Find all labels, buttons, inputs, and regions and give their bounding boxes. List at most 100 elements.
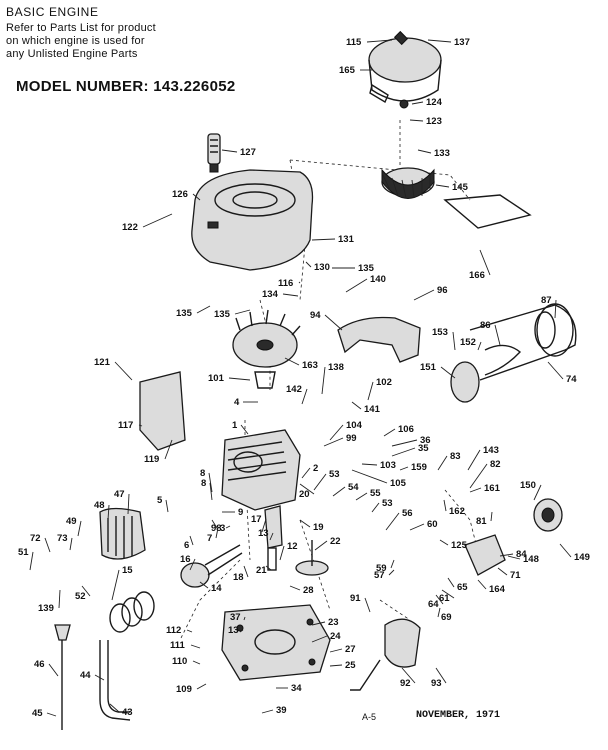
part-number-label: 28 — [303, 585, 314, 596]
part-number-label: 139 — [38, 603, 54, 614]
callout-81: 81 — [476, 511, 493, 527]
leader-line — [196, 683, 207, 690]
governor-part — [464, 534, 506, 576]
part-number-label: 102 — [376, 377, 392, 388]
callout-47: 47 — [114, 489, 130, 515]
part-number-label: 96 — [437, 285, 448, 296]
part-number-label: 3 — [220, 523, 225, 534]
part-number-label: 24 — [330, 631, 341, 642]
callout-133: 133 — [417, 148, 450, 159]
callout-162: 162 — [443, 499, 465, 517]
callout-56: 56 — [385, 508, 413, 531]
leader-line — [313, 473, 327, 491]
part-number-label: 74 — [566, 374, 577, 385]
part-number-label: 105 — [390, 478, 407, 489]
leader-line — [323, 437, 344, 447]
leader-line — [299, 519, 311, 528]
leader-line — [127, 493, 130, 515]
part-number-label: 14 — [211, 583, 222, 594]
fuel-tank-part — [368, 30, 442, 109]
leader-line — [282, 293, 299, 297]
leader-line — [477, 341, 482, 351]
part-number-label: 131 — [338, 234, 355, 245]
flywheel-part — [232, 309, 301, 389]
part-number-label: 20 — [299, 489, 310, 500]
callout-93: 93 — [431, 667, 447, 689]
callout-109: 109 — [176, 683, 207, 695]
part-number-label: 111 — [170, 640, 186, 651]
callout-106: 106 — [383, 424, 414, 437]
leader-line — [114, 361, 133, 381]
part-number-label: 1 — [232, 420, 238, 431]
part-number-label: 133 — [434, 148, 450, 159]
callout-166: 166 — [469, 249, 491, 281]
leader-line — [413, 289, 435, 301]
leader-line — [490, 511, 493, 522]
part-number-label: 60 — [427, 519, 438, 530]
callout-13: 13 — [258, 528, 274, 541]
leader-line — [437, 455, 448, 471]
part-number-label: 65 — [457, 582, 468, 593]
leader-line — [192, 193, 201, 201]
callout-20: 20 — [299, 483, 315, 500]
part-number-label: 109 — [176, 684, 192, 695]
leader-line — [228, 377, 251, 381]
part-number-label: 125 — [451, 540, 468, 551]
callout-86: 86 — [480, 320, 501, 346]
leader-line — [467, 449, 481, 471]
leader-line — [435, 184, 450, 188]
cylinder-head-part — [99, 507, 146, 560]
callout-84: 84 — [499, 549, 527, 560]
callout-59: 59 — [376, 559, 395, 574]
leader-line — [547, 361, 564, 380]
callout-104: 104 — [329, 420, 363, 441]
part-number-label: 56 — [402, 508, 413, 519]
callout-35: 35 — [391, 443, 429, 457]
part-number-label: 126 — [172, 189, 188, 200]
part-number-label: 127 — [240, 147, 256, 158]
part-number-label: 99 — [346, 433, 357, 444]
leader-line — [261, 709, 274, 714]
callout-101: 101 — [208, 373, 251, 384]
callout-96: 96 — [413, 285, 448, 301]
leader-line — [447, 577, 455, 588]
leader-line — [437, 607, 441, 618]
leader-line — [186, 629, 193, 633]
part-number-label: 8 — [201, 478, 206, 489]
callout-1: 1 — [232, 420, 249, 435]
part-number-label: 124 — [426, 97, 443, 108]
part-number-label: 93 — [431, 678, 442, 689]
part-number-label: 54 — [348, 482, 359, 493]
part-number-label: 6 — [184, 540, 189, 551]
callout-3: 3 — [211, 519, 225, 534]
leader-line — [48, 663, 59, 677]
part-number-label: 5 — [157, 495, 163, 506]
leader-line — [440, 366, 456, 379]
part-number-label: 27 — [345, 644, 356, 655]
leader-line — [499, 553, 514, 557]
leader-line — [142, 213, 173, 228]
muffler-part — [450, 303, 577, 403]
leader-line — [345, 278, 368, 293]
part-number-label: 39 — [276, 705, 287, 716]
part-number-label: 13 — [228, 625, 239, 636]
callout-149: 149 — [559, 543, 590, 563]
callout-39: 39 — [261, 705, 287, 716]
callout-161: 161 — [469, 483, 501, 494]
leader-line — [314, 540, 328, 551]
callout-105: 105 — [351, 469, 407, 489]
callout-139: 139 — [38, 589, 61, 614]
part-number-label: 130 — [314, 262, 330, 273]
part-number-label: 101 — [208, 373, 225, 384]
callout-140: 140 — [345, 274, 386, 293]
blower-housing-part — [191, 169, 314, 271]
callout-103: 103 — [361, 460, 396, 471]
part-number-label: 64 — [428, 599, 439, 610]
callout-126: 126 — [172, 189, 201, 201]
air-filter-element-part — [381, 167, 435, 199]
callout-121: 121 — [94, 357, 133, 381]
part-number-label: 51 — [18, 547, 29, 558]
leader-line — [351, 401, 362, 410]
page-number: A-5 — [362, 712, 377, 722]
